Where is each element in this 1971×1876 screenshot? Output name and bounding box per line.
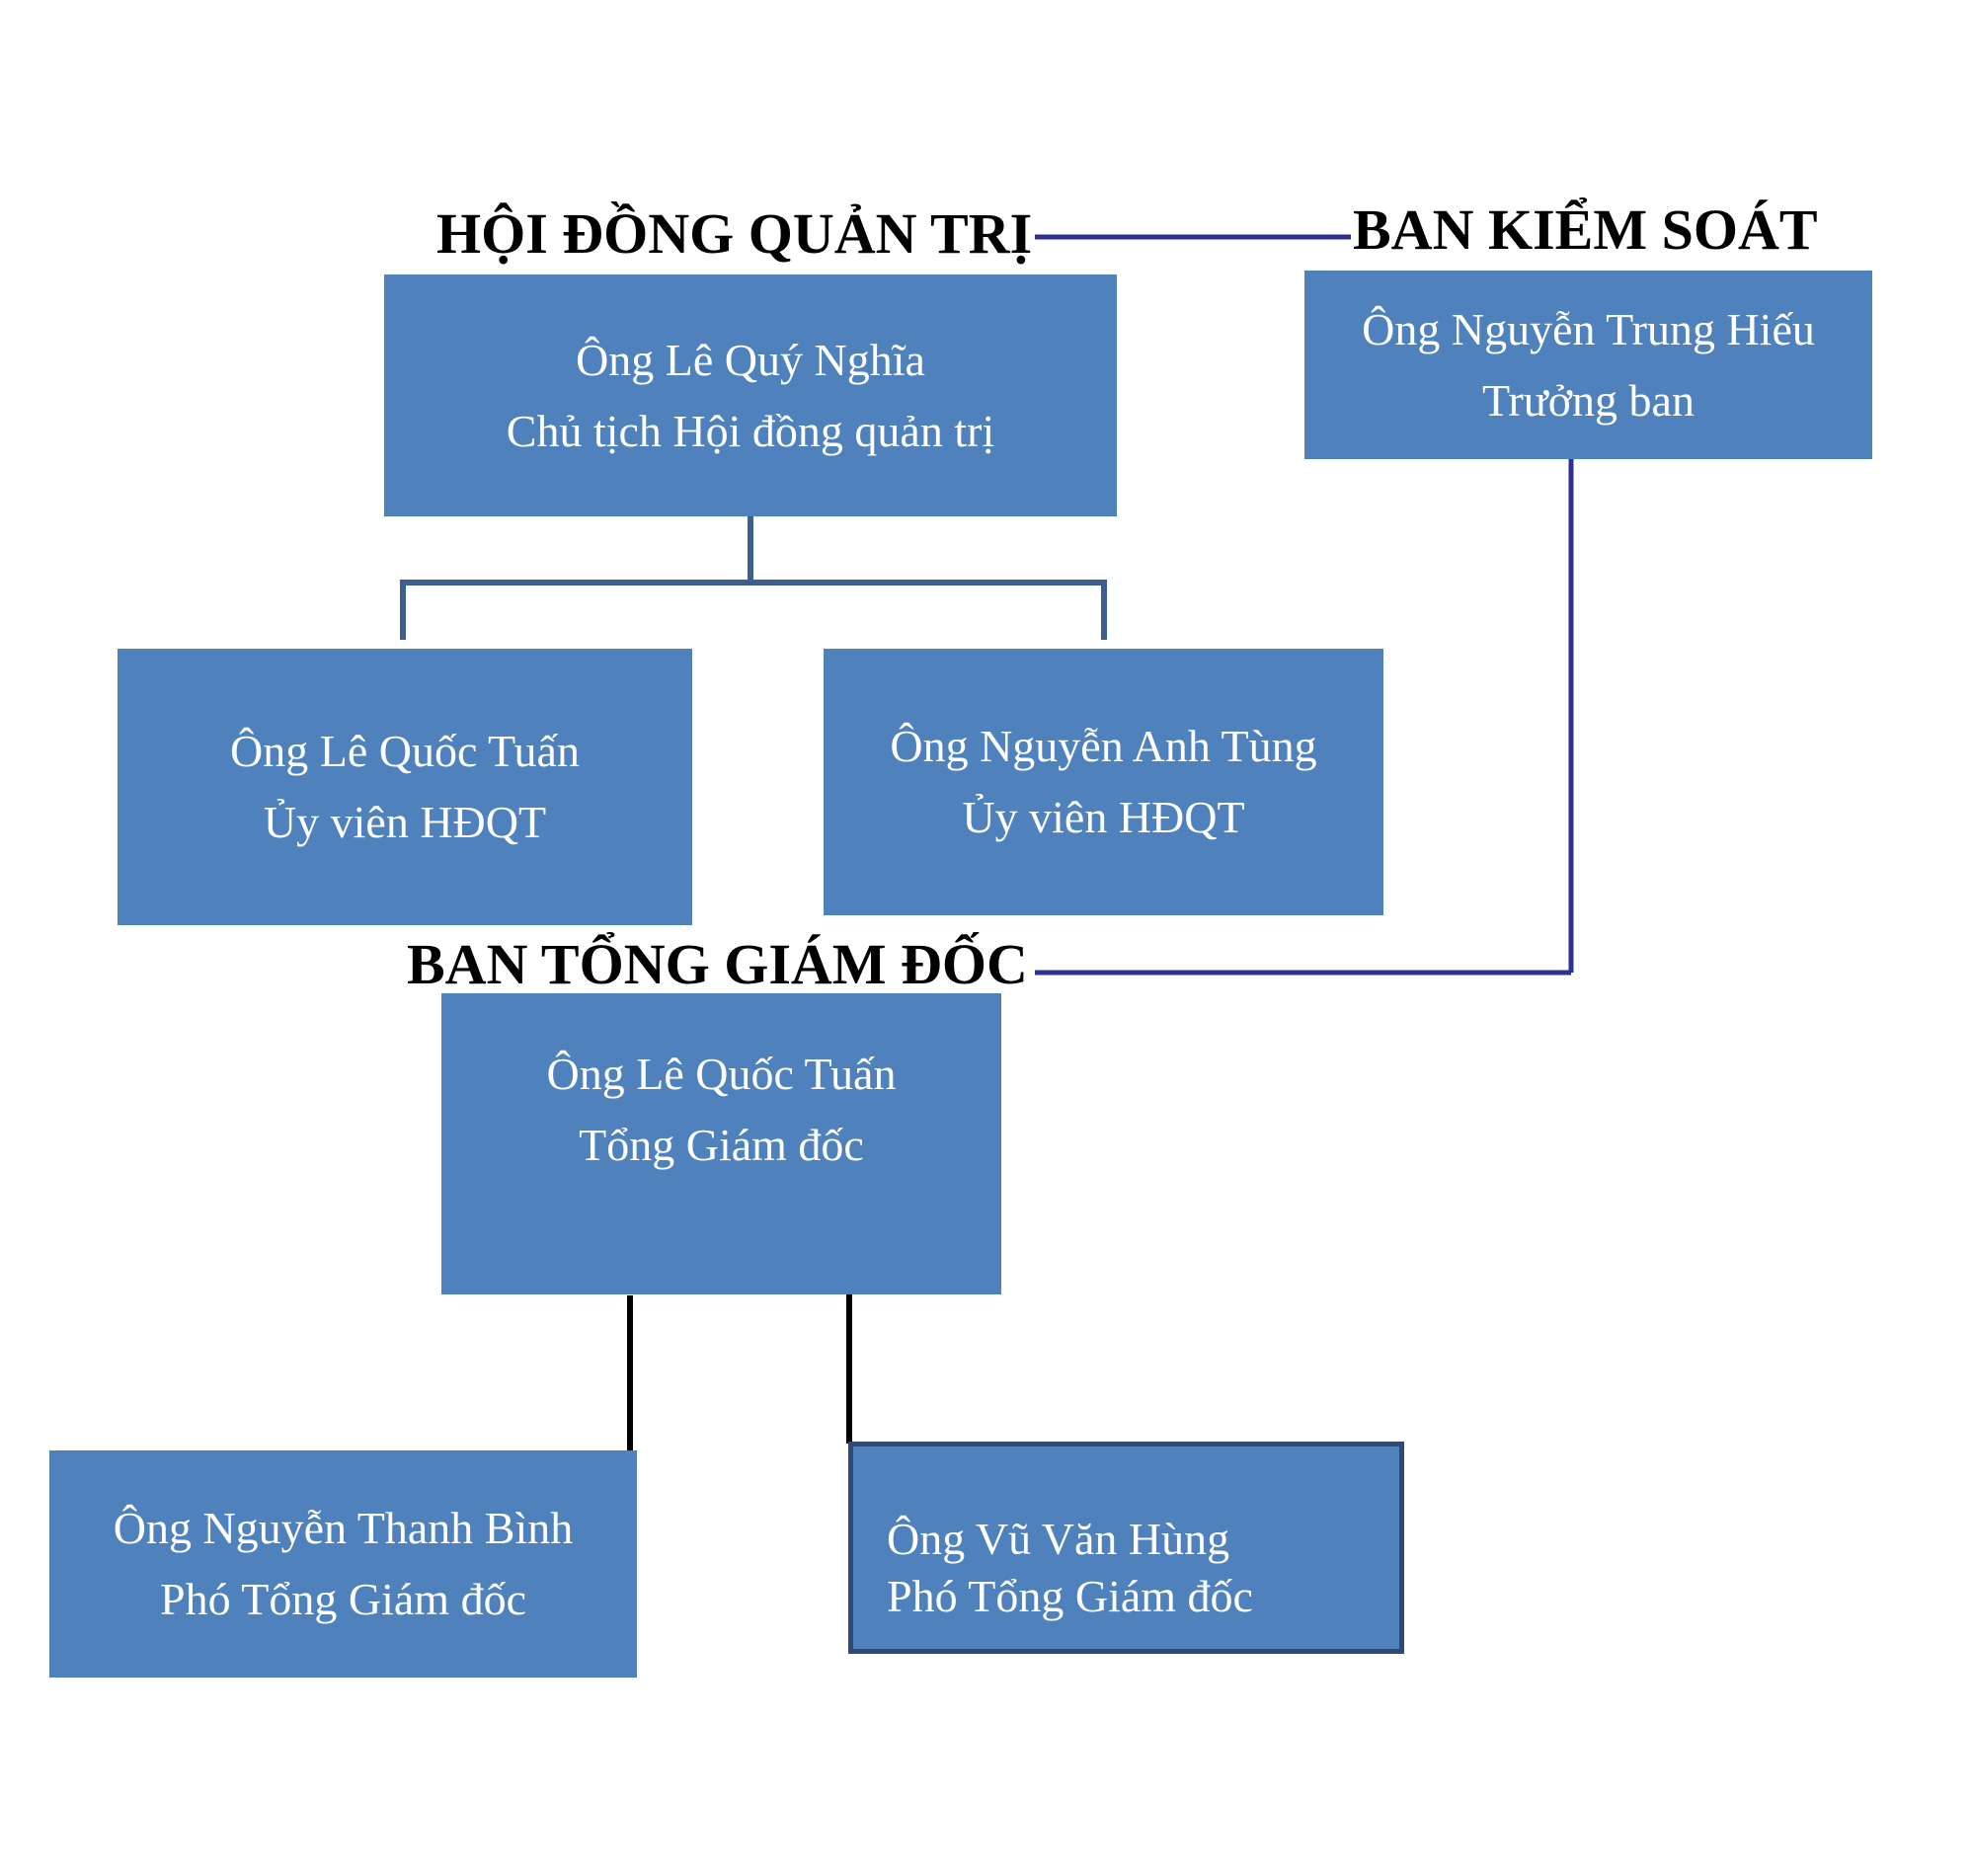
supervisor-title: Trưởng ban — [1482, 374, 1695, 426]
member-1-box: Ông Lê Quốc Tuấn Ủy viên HĐQT — [118, 649, 692, 925]
chairman-name: Ông Lê Quý Nghĩa — [576, 334, 925, 385]
deputy-1-name: Ông Nguyễn Thanh Bình — [113, 1503, 574, 1553]
supervisor-box: Ông Nguyễn Trung Hiếu Trưởng ban — [1304, 271, 1872, 459]
chairman-box: Ông Lê Quý Nghĩa Chủ tịch Hội đồng quản … — [384, 274, 1117, 516]
deputy-1-title: Phó Tổng Giám đốc — [160, 1574, 526, 1624]
deputy-1-box: Ông Nguyễn Thanh Bình Phó Tổng Giám đốc — [49, 1450, 637, 1678]
deputy-2-name: Ông Vũ Văn Hùng — [887, 1513, 1230, 1564]
heading-supervisory: BAN KIỂM SOÁT — [1353, 197, 1818, 262]
heading-board: HỘI ĐỒNG QUẢN TRỊ — [436, 201, 1033, 266]
ceo-box: Ông Lê Quốc Tuấn Tổng Giám đốc — [441, 993, 1001, 1294]
supervisor-name: Ông Nguyễn Trung Hiếu — [1362, 303, 1815, 354]
member-2-box: Ông Nguyễn Anh Tùng Ủy viên HĐQT — [824, 649, 1383, 915]
chairman-title: Chủ tịch Hội đồng quản trị — [506, 405, 995, 456]
member-1-title: Ủy viên HĐQT — [263, 797, 547, 847]
deputy-2-title: Phó Tổng Giám đốc — [887, 1570, 1253, 1621]
heading-executive: BAN TỔNG GIÁM ĐỐC — [407, 932, 1028, 996]
deputy-2-box: Ông Vũ Văn Hùng Phó Tổng Giám đốc — [848, 1442, 1404, 1654]
member-2-name: Ông Nguyễn Anh Tùng — [890, 721, 1317, 771]
ceo-title: Tổng Giám đốc — [579, 1119, 864, 1170]
member-2-title: Ủy viên HĐQT — [962, 792, 1245, 842]
member-1-name: Ông Lê Quốc Tuấn — [230, 726, 580, 776]
ceo-name: Ông Lê Quốc Tuấn — [546, 1048, 897, 1099]
